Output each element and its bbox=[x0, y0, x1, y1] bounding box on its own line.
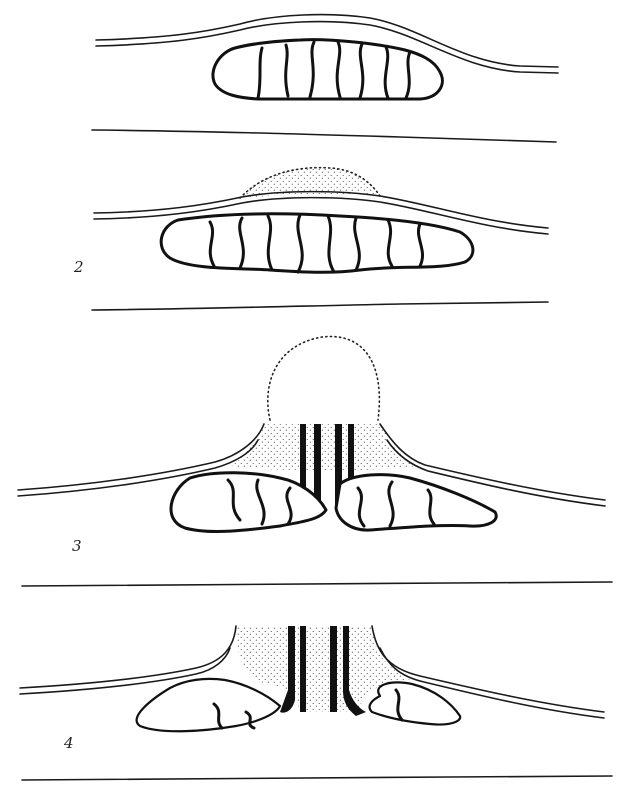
stage-4-drawing: 4 bbox=[20, 626, 612, 780]
stage-1-drawing bbox=[92, 15, 558, 142]
stage-1-deep-fascia-line bbox=[92, 130, 556, 142]
stage-label-4: 4 bbox=[63, 734, 74, 752]
stage-4-gland-left bbox=[137, 679, 280, 731]
stage-3-dotted-bulb bbox=[268, 337, 380, 420]
stage-2-drawing: 2 bbox=[73, 168, 548, 310]
stage-label-3: 3 bbox=[72, 537, 82, 555]
stage-label-2: 2 bbox=[73, 258, 84, 276]
stage-4-deep-fascia-line bbox=[22, 776, 612, 780]
stage-4-gland-right bbox=[370, 683, 461, 725]
stage-3-deep-fascia-line bbox=[22, 582, 612, 586]
stage-3-stippled-collar bbox=[232, 424, 415, 471]
stage-2-gland-lobes bbox=[161, 214, 473, 273]
stage-2-deep-fascia-line bbox=[92, 302, 548, 310]
stage-3-drawing: 3 bbox=[18, 337, 612, 586]
